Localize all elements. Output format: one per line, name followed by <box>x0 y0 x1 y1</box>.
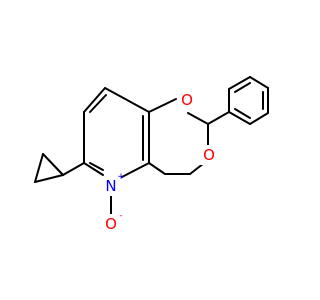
atom-O1: O <box>178 90 196 110</box>
bond <box>207 111 230 125</box>
bond <box>148 98 177 113</box>
oxygen-label: O <box>105 215 117 233</box>
bond <box>83 87 106 113</box>
bond <box>34 174 64 183</box>
bond <box>148 162 166 175</box>
bond <box>249 112 269 125</box>
bond <box>228 76 251 90</box>
bond <box>34 153 44 183</box>
phenyl-ring <box>228 76 269 125</box>
negative-charge: - <box>119 211 122 221</box>
bond <box>121 162 150 178</box>
molecule-structure: O O N + O - <box>34 76 269 234</box>
double-bond <box>234 82 251 93</box>
bond <box>42 153 64 176</box>
bond <box>62 162 85 176</box>
bond <box>187 112 209 125</box>
bond <box>83 162 104 176</box>
cyclopropyl-group <box>34 153 85 183</box>
oxygen-label: O <box>203 146 215 164</box>
pyridine-ring <box>83 87 150 178</box>
bond <box>104 87 150 113</box>
atom-O2: O <box>200 145 218 165</box>
oxygen-label: O <box>181 91 193 109</box>
double-bond <box>89 162 104 171</box>
dioxane-ring <box>148 98 230 175</box>
double-bond <box>234 108 251 119</box>
double-bond <box>89 94 107 113</box>
positive-charge: + <box>117 172 125 182</box>
atom-O-minus: O - <box>102 211 123 234</box>
nitrogen-label: N <box>105 177 116 195</box>
bond <box>249 76 269 89</box>
atom-N: N + <box>102 172 125 196</box>
bond <box>228 111 251 125</box>
